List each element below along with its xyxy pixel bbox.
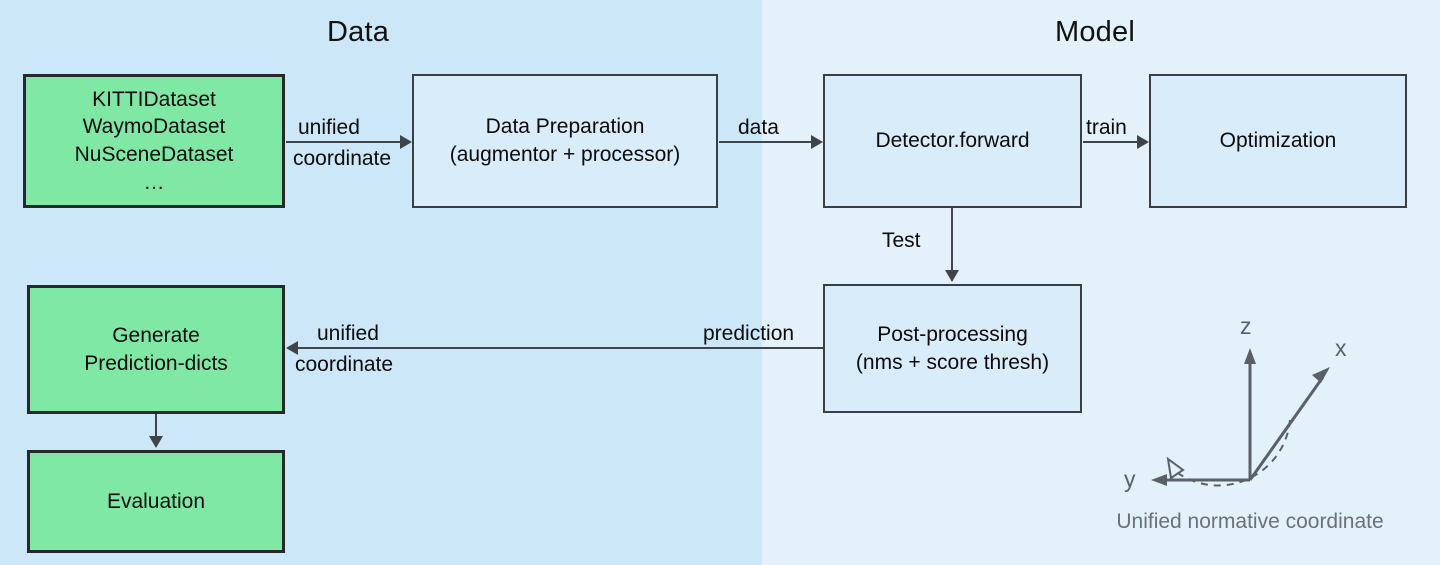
node-datasets-line-2: WaymoDataset [82,115,226,139]
node-datasets-line-1: KITTIDataset [92,87,216,111]
node-optimization[interactable]: Optimization [1149,74,1407,208]
node-data-preparation[interactable]: Data Preparation (augmentor + processor) [412,74,718,208]
edge-detector-to-post-processing [951,208,953,272]
arrowhead-post-processing-to-generate [286,341,298,355]
edge-label-unified-coordinate-2-top: unified [317,322,379,345]
edge-data-preparation-to-detector [719,141,812,143]
node-post-processing[interactable]: Post-processing (nms + score thresh) [823,284,1082,413]
axis-label-x: x [1335,335,1347,361]
node-generate-prediction-dicts-line-2: Prediction-dicts [84,351,228,375]
edge-label-prediction: prediction [703,322,795,345]
arrowhead-datasets-to-data-preparation [400,135,412,149]
node-detector-forward[interactable]: Detector.forward [823,74,1082,208]
node-optimization-line-1: Optimization [1219,129,1337,153]
edge-label-unified-coordinate-bottom: coordinate [293,147,392,170]
edge-generate-to-evaluation [155,414,157,438]
node-evaluation-line-1: Evaluation [106,489,206,513]
edge-detector-to-optimization [1083,141,1138,143]
coordinate-figure: z x y [1124,313,1420,545]
edge-label-unified-coordinate-top: unified [298,116,360,139]
coordinate-figure-caption: Unified normative coordinate [1116,510,1384,533]
arrowhead-data-preparation-to-detector [811,135,823,149]
edge-label-unified-coordinate-2-bottom: coordinate [295,353,394,376]
node-datasets[interactable]: KITTIDataset WaymoDataset NuSceneDataset… [23,74,285,208]
axis-label-y: y [1124,466,1136,492]
arrowhead-detector-to-optimization [1137,135,1149,149]
node-data-preparation-line-1: Data Preparation [485,115,645,139]
edge-label-test: Test [882,229,921,252]
node-post-processing-line-1: Post-processing [877,322,1028,346]
node-detector-forward-line-1: Detector.forward [875,129,1030,153]
node-post-processing-line-2: (nms + score thresh) [855,350,1050,374]
edge-datasets-to-data-preparation [286,141,400,143]
node-datasets-line-3: NuSceneDataset [74,143,234,166]
arrowhead-detector-to-post-processing [945,270,959,282]
axis-label-z: z [1240,313,1252,339]
node-generate-prediction-dicts[interactable]: Generate Prediction-dicts [27,285,285,414]
panel-title-data: Data [326,16,390,48]
node-datasets-line-4: … [143,170,165,194]
edge-label-data: data [738,116,779,139]
edge-post-processing-to-generate [298,347,823,349]
node-generate-prediction-dicts-line-1: Generate [112,323,200,347]
arrowhead-generate-to-evaluation [149,436,163,448]
node-data-preparation-line-2: (augmentor + processor) [449,143,681,166]
edge-label-train: train [1086,116,1127,139]
panel-title-model: Model [1055,16,1135,48]
node-evaluation[interactable]: Evaluation [27,450,285,553]
